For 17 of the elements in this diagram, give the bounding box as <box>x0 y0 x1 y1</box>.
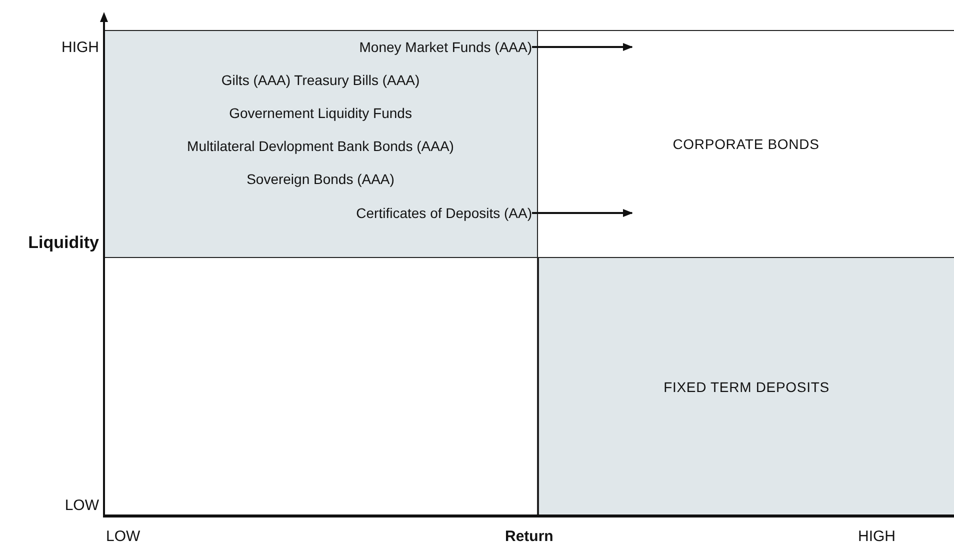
quadrant-box: FIXED TERM DEPOSITS <box>538 258 954 516</box>
list-item-text: Certificates of Deposits (AA) <box>356 204 532 222</box>
quadrant-box: CORPORATE BONDS <box>538 30 954 258</box>
list-item-text: Sovereign Bonds (AAA) <box>246 170 394 188</box>
list-item-text: Governement Liquidity Funds <box>229 104 412 122</box>
list-item-text: Multilateral Devlopment Bank Bonds (AAA) <box>187 137 454 155</box>
axis-label: Return <box>505 527 554 547</box>
axis-label: LOW <box>106 527 140 547</box>
list-item-text: Gilts (AAA) Treasury Bills (AAA) <box>221 71 420 89</box>
arrow <box>532 43 633 51</box>
arrow <box>532 209 633 217</box>
axis-label: HIGH <box>858 527 896 547</box>
axis-label: Liquidity <box>28 232 99 254</box>
quadrant-box <box>104 30 538 258</box>
axis-label: HIGH <box>62 38 99 58</box>
list-item-text: Money Market Funds (AAA) <box>359 38 532 56</box>
axis-label: LOW <box>64 496 99 516</box>
